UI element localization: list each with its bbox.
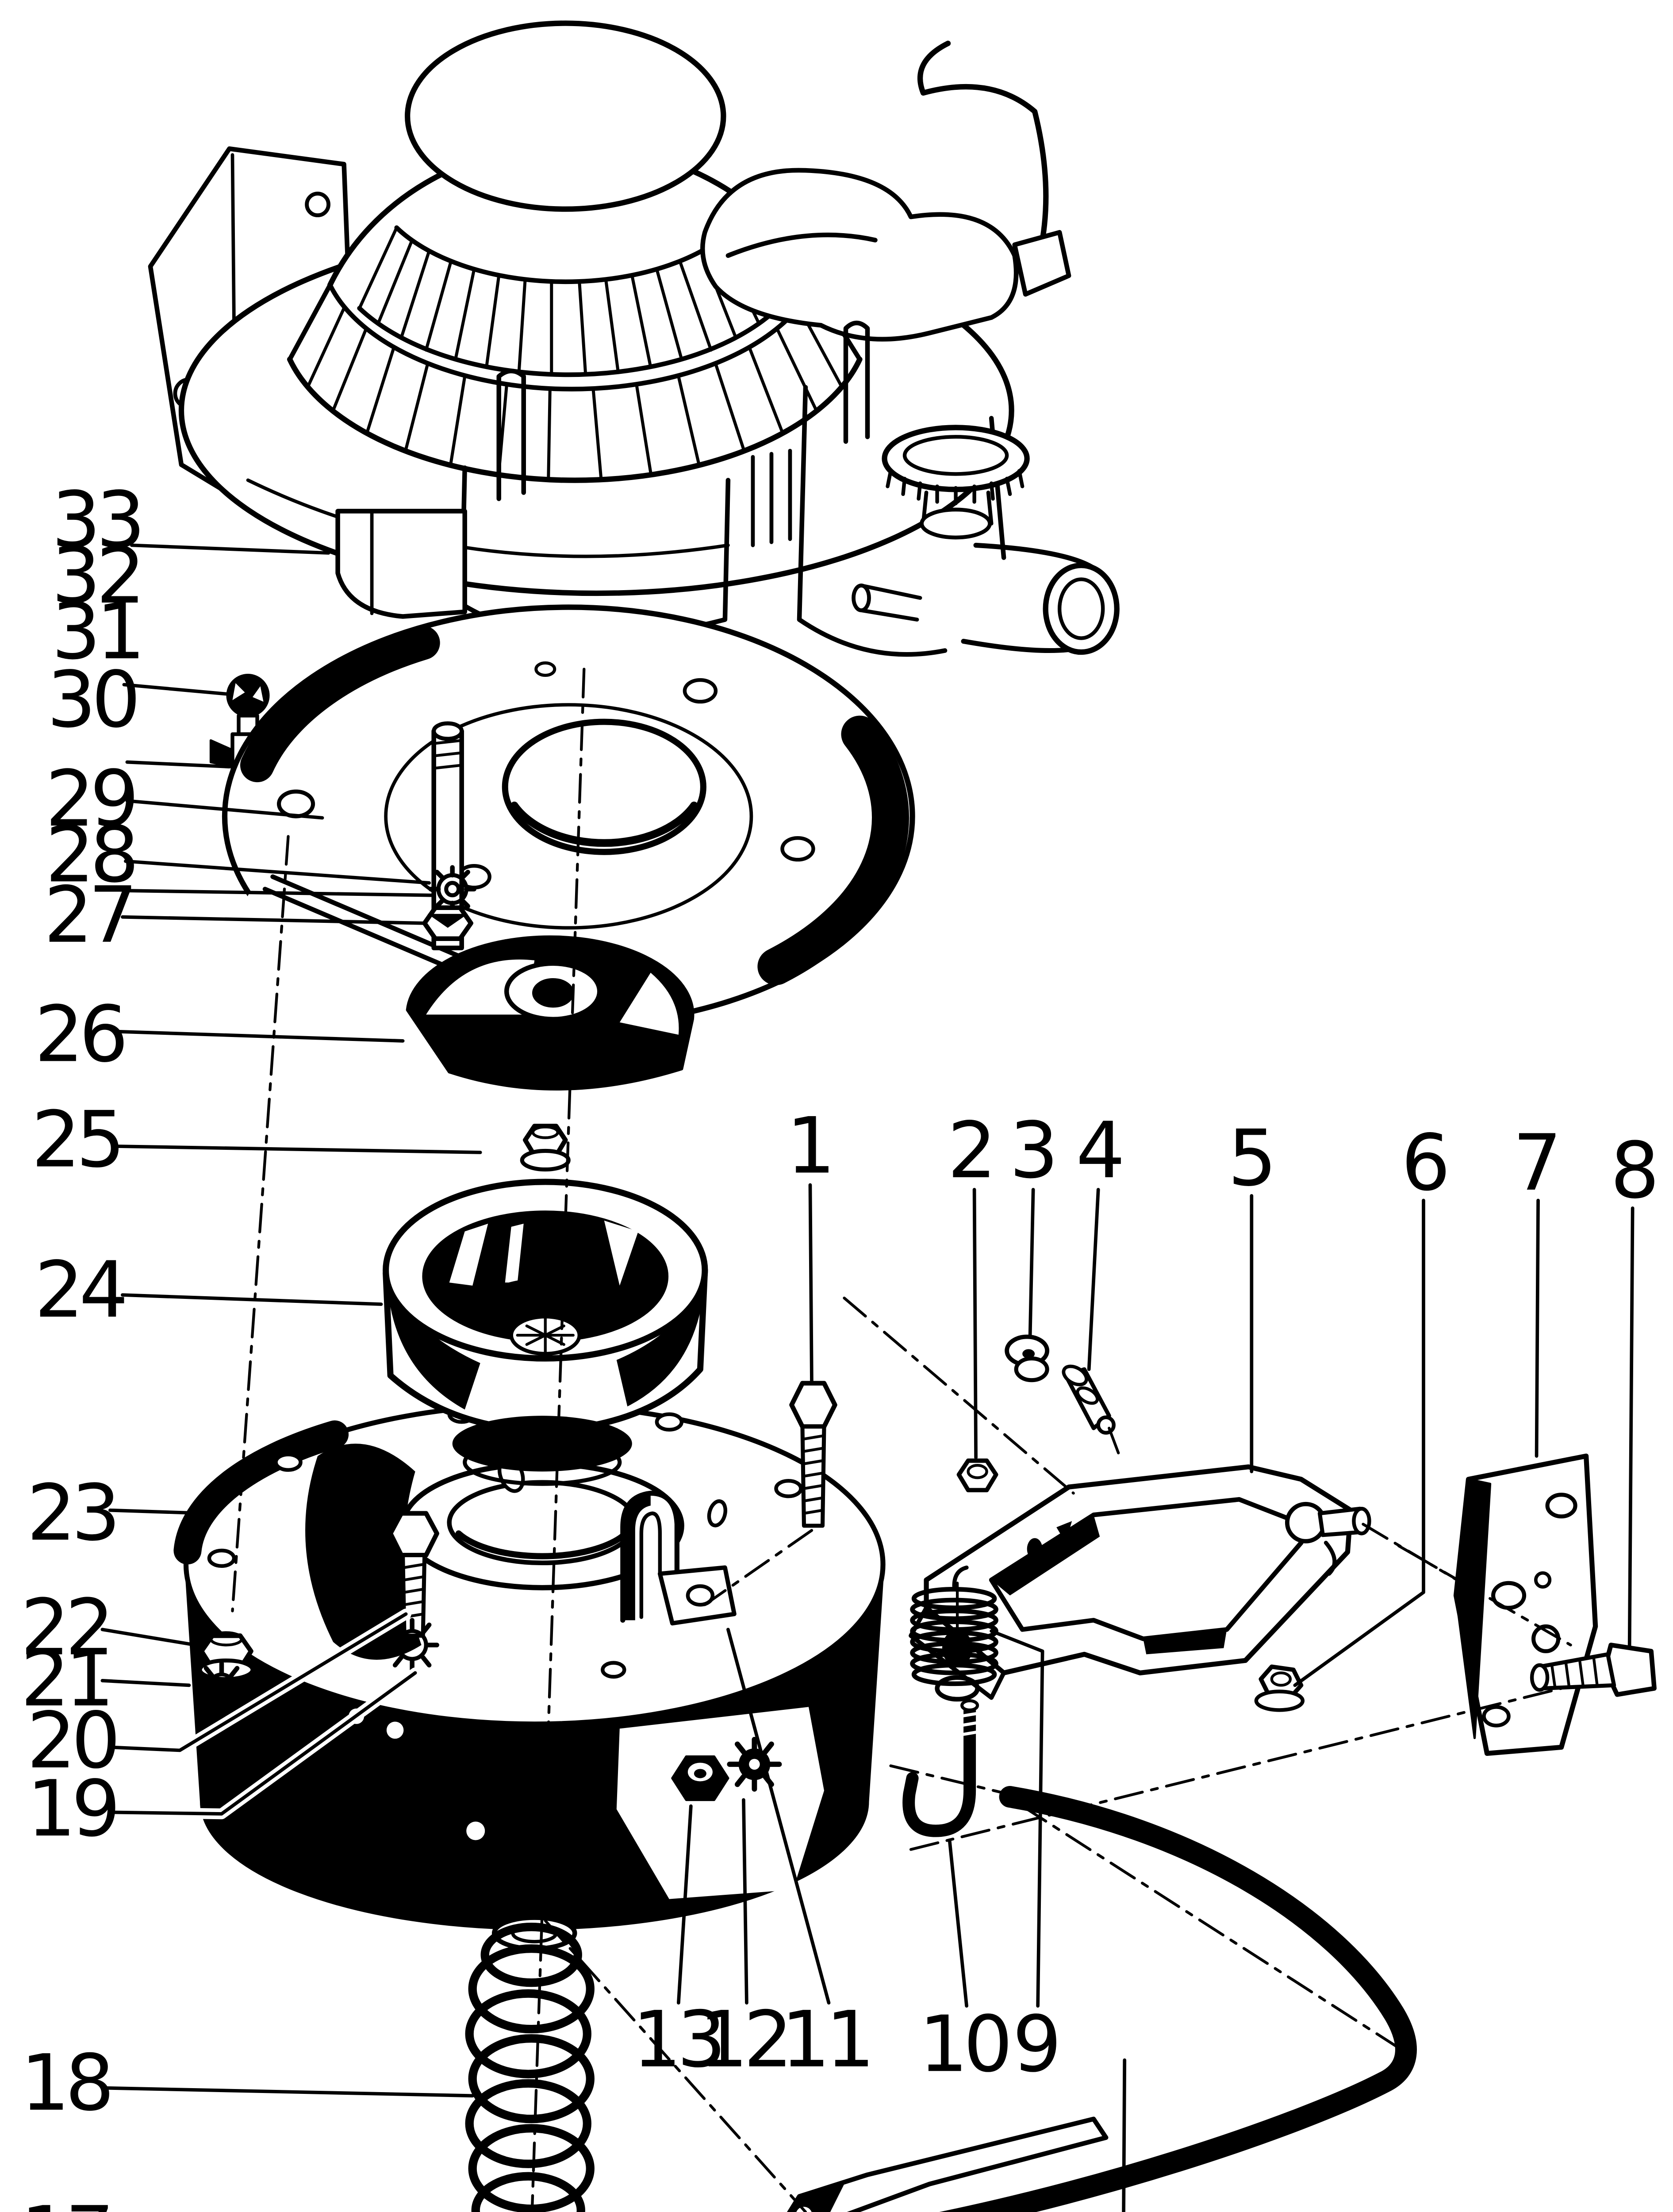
callout-12: 12 [699, 1995, 788, 2085]
lock-washer-21 [196, 1661, 247, 1713]
callout-25: 25 [31, 1095, 121, 1185]
callout-28: 28 [46, 810, 135, 900]
leader-9 [990, 1629, 1044, 2008]
callout-30: 30 [47, 655, 136, 745]
skirt-cutout [616, 1707, 824, 1899]
callout-22: 22 [20, 1583, 110, 1673]
leader-11 [726, 1628, 831, 2005]
leader-18 [105, 2086, 475, 2098]
callout-5: 5 [1228, 1114, 1272, 1203]
leader-27 [121, 915, 425, 925]
bracket-11 [620, 1490, 737, 1626]
leader-28 [124, 859, 431, 885]
leader-3 [1028, 1188, 1035, 1337]
extension-spring-9 [910, 1565, 998, 1702]
callout-20: 20 [27, 1696, 116, 1786]
leader-26 [118, 1029, 405, 1043]
callout-33: 33 [52, 476, 141, 565]
callout-29: 29 [46, 754, 135, 844]
dome-cap [405, 20, 726, 212]
callout-23: 23 [27, 1468, 116, 1558]
callout-8: 8 [1610, 1126, 1655, 1216]
fuel-cap [882, 425, 1030, 540]
deck-opening [305, 1444, 422, 1660]
callout-31: 31 [52, 587, 141, 677]
deck-housing [173, 1402, 886, 1951]
callout-13: 13 [633, 1995, 722, 2085]
callout-11: 11 [781, 1995, 871, 2085]
callout-24: 24 [35, 1245, 124, 1335]
lock-washer-12 [727, 1736, 782, 1792]
bracket-5-pin [1285, 1502, 1371, 1576]
leader-33 [130, 543, 330, 555]
callout-3: 3 [1009, 1106, 1054, 1196]
leader-13 [677, 1804, 693, 2005]
leader-7 [1535, 1198, 1540, 1458]
callout-7: 7 [1513, 1118, 1558, 1208]
nut-2 [956, 1458, 998, 1493]
leader-8 [1627, 1206, 1635, 1650]
blade [787, 2116, 1109, 2212]
leader-12 [742, 1798, 748, 2005]
drum-hub [509, 1314, 581, 1356]
bolt-1 [789, 1381, 837, 1528]
callout-17: 17 [20, 2190, 110, 2212]
leader-29 [125, 799, 324, 820]
construction-lines [231, 668, 1572, 2212]
callout-4: 4 [1076, 1106, 1121, 1196]
leader-21 [100, 1679, 191, 1687]
leader-4 [1087, 1188, 1100, 1371]
callout-18: 18 [20, 2039, 110, 2128]
carburetor [797, 385, 1120, 657]
leader-20 [108, 1612, 408, 1752]
leader-2 [972, 1188, 978, 1459]
mount-bracket-5 [909, 1464, 1371, 1700]
leader-25 [113, 1144, 482, 1154]
leader-22 [100, 1628, 197, 1647]
nut-27 [422, 905, 473, 941]
callout-9: 9 [1013, 2000, 1057, 2089]
engine-assembly [148, 20, 1120, 764]
spark-plug-wire [917, 40, 1071, 297]
nut-13 [671, 1755, 729, 1801]
leader-6 [1293, 1198, 1425, 1687]
leader-31 [125, 760, 231, 768]
drum-24 [383, 1179, 708, 1486]
leader-10 [948, 1838, 968, 2008]
callout-32: 32 [52, 531, 141, 621]
fitting-4 [1062, 1364, 1120, 1455]
leader-32 [122, 683, 228, 696]
callout-21: 21 [20, 1634, 110, 1724]
bolt-8 [1530, 1643, 1657, 1697]
dome-ribs-lower [288, 283, 862, 480]
leader-24 [121, 1293, 383, 1306]
callout-6: 6 [1401, 1118, 1446, 1208]
nut-25 [520, 1124, 571, 1172]
muffler [961, 542, 1120, 655]
leader-1 [808, 1183, 813, 1385]
lock-washer-20 [385, 1618, 439, 1672]
leader-16 [1122, 2058, 1127, 2212]
leader-23 [108, 1508, 207, 1515]
leader-19 [110, 1671, 417, 1816]
leader-30 [127, 889, 436, 897]
handlebar-16 [887, 1786, 1417, 2212]
grommet-3 [1005, 1334, 1050, 1382]
lock-washer-28 [428, 865, 476, 914]
callout-2: 2 [948, 1106, 992, 1196]
callout-26: 26 [35, 990, 124, 1079]
air-housing [700, 168, 1019, 342]
callout-19: 19 [27, 1764, 116, 1854]
callouts: 33 32 31 30 29 28 27 26 25 24 23 22 21 2… [20, 476, 1659, 2212]
callout-1: 1 [787, 1101, 831, 1191]
coil-spring-18 [465, 1922, 595, 2212]
leader-lines [100, 543, 1635, 2212]
starter-dome [287, 20, 863, 483]
callout-10: 10 [919, 2000, 1008, 2089]
pulley-26 [406, 935, 695, 1091]
nut-6 [1254, 1664, 1305, 1712]
callout-27: 27 [44, 871, 133, 960]
plate-center-hole [502, 718, 706, 855]
j-hook-10 [902, 1699, 981, 1837]
